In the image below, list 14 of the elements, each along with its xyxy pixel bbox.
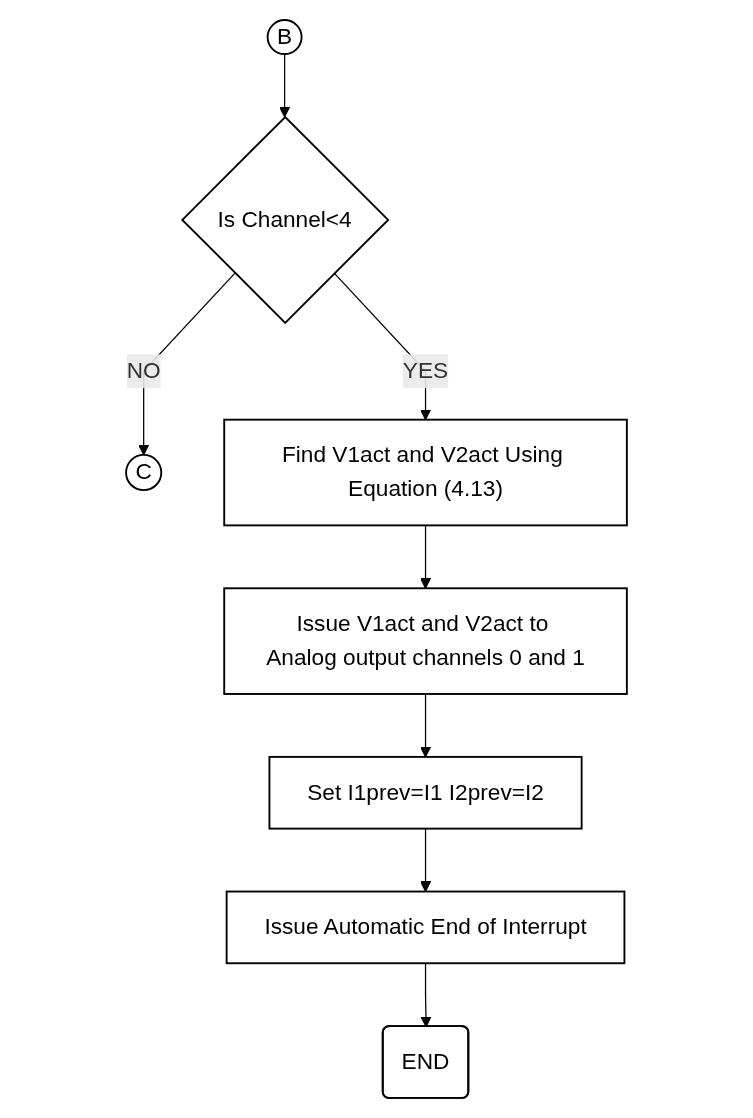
- node-box: Issue Automatic End of Interrupt: [225, 890, 626, 965]
- arrow: [420, 693, 432, 758]
- node-diamond: Is Channel<4: [181, 115, 390, 325]
- arrow: [420, 524, 432, 589]
- edge-label: NO: [126, 358, 161, 384]
- edge-label: YES: [402, 358, 449, 384]
- arrow: [279, 53, 291, 118]
- node-box: Issue V1act and V2act to Analog output channels 0 and 1: [223, 587, 628, 695]
- node-circle: C: [125, 454, 163, 492]
- node-box: Set I1prev=I1 I2prev=I2: [268, 755, 583, 830]
- arrow: [420, 962, 432, 1028]
- node-circle: B: [266, 19, 303, 55]
- arrow: [420, 828, 432, 893]
- node-box: Find V1act and V2act Using Equation (4.13): [223, 418, 628, 527]
